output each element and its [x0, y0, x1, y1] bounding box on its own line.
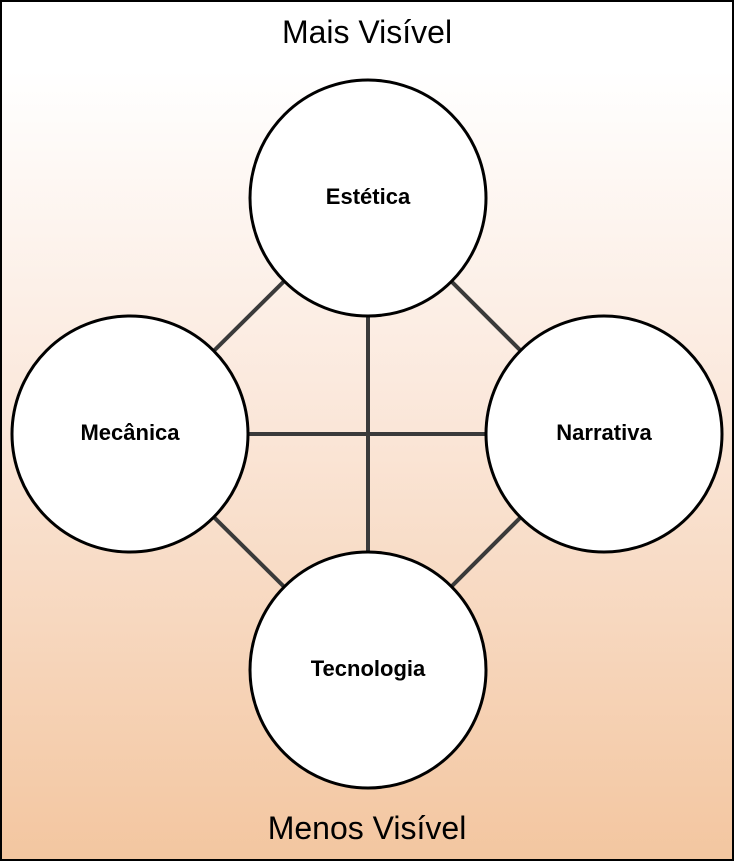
bottom-label: Menos Visível — [267, 810, 467, 846]
top-label: Mais Visível — [281, 14, 453, 50]
node-tecnologia: Tecnologia — [248, 550, 488, 790]
node-estetica: Estética — [248, 78, 488, 318]
node-narrativa: Narrativa — [484, 314, 724, 554]
node-narrativa-label: Narrativa — [556, 420, 652, 445]
node-estetica-label: Estética — [326, 184, 411, 209]
node-mecanica-label: Mecânica — [80, 420, 180, 445]
node-tecnologia-label: Tecnologia — [311, 656, 426, 681]
node-mecanica: Mecânica — [10, 314, 250, 554]
